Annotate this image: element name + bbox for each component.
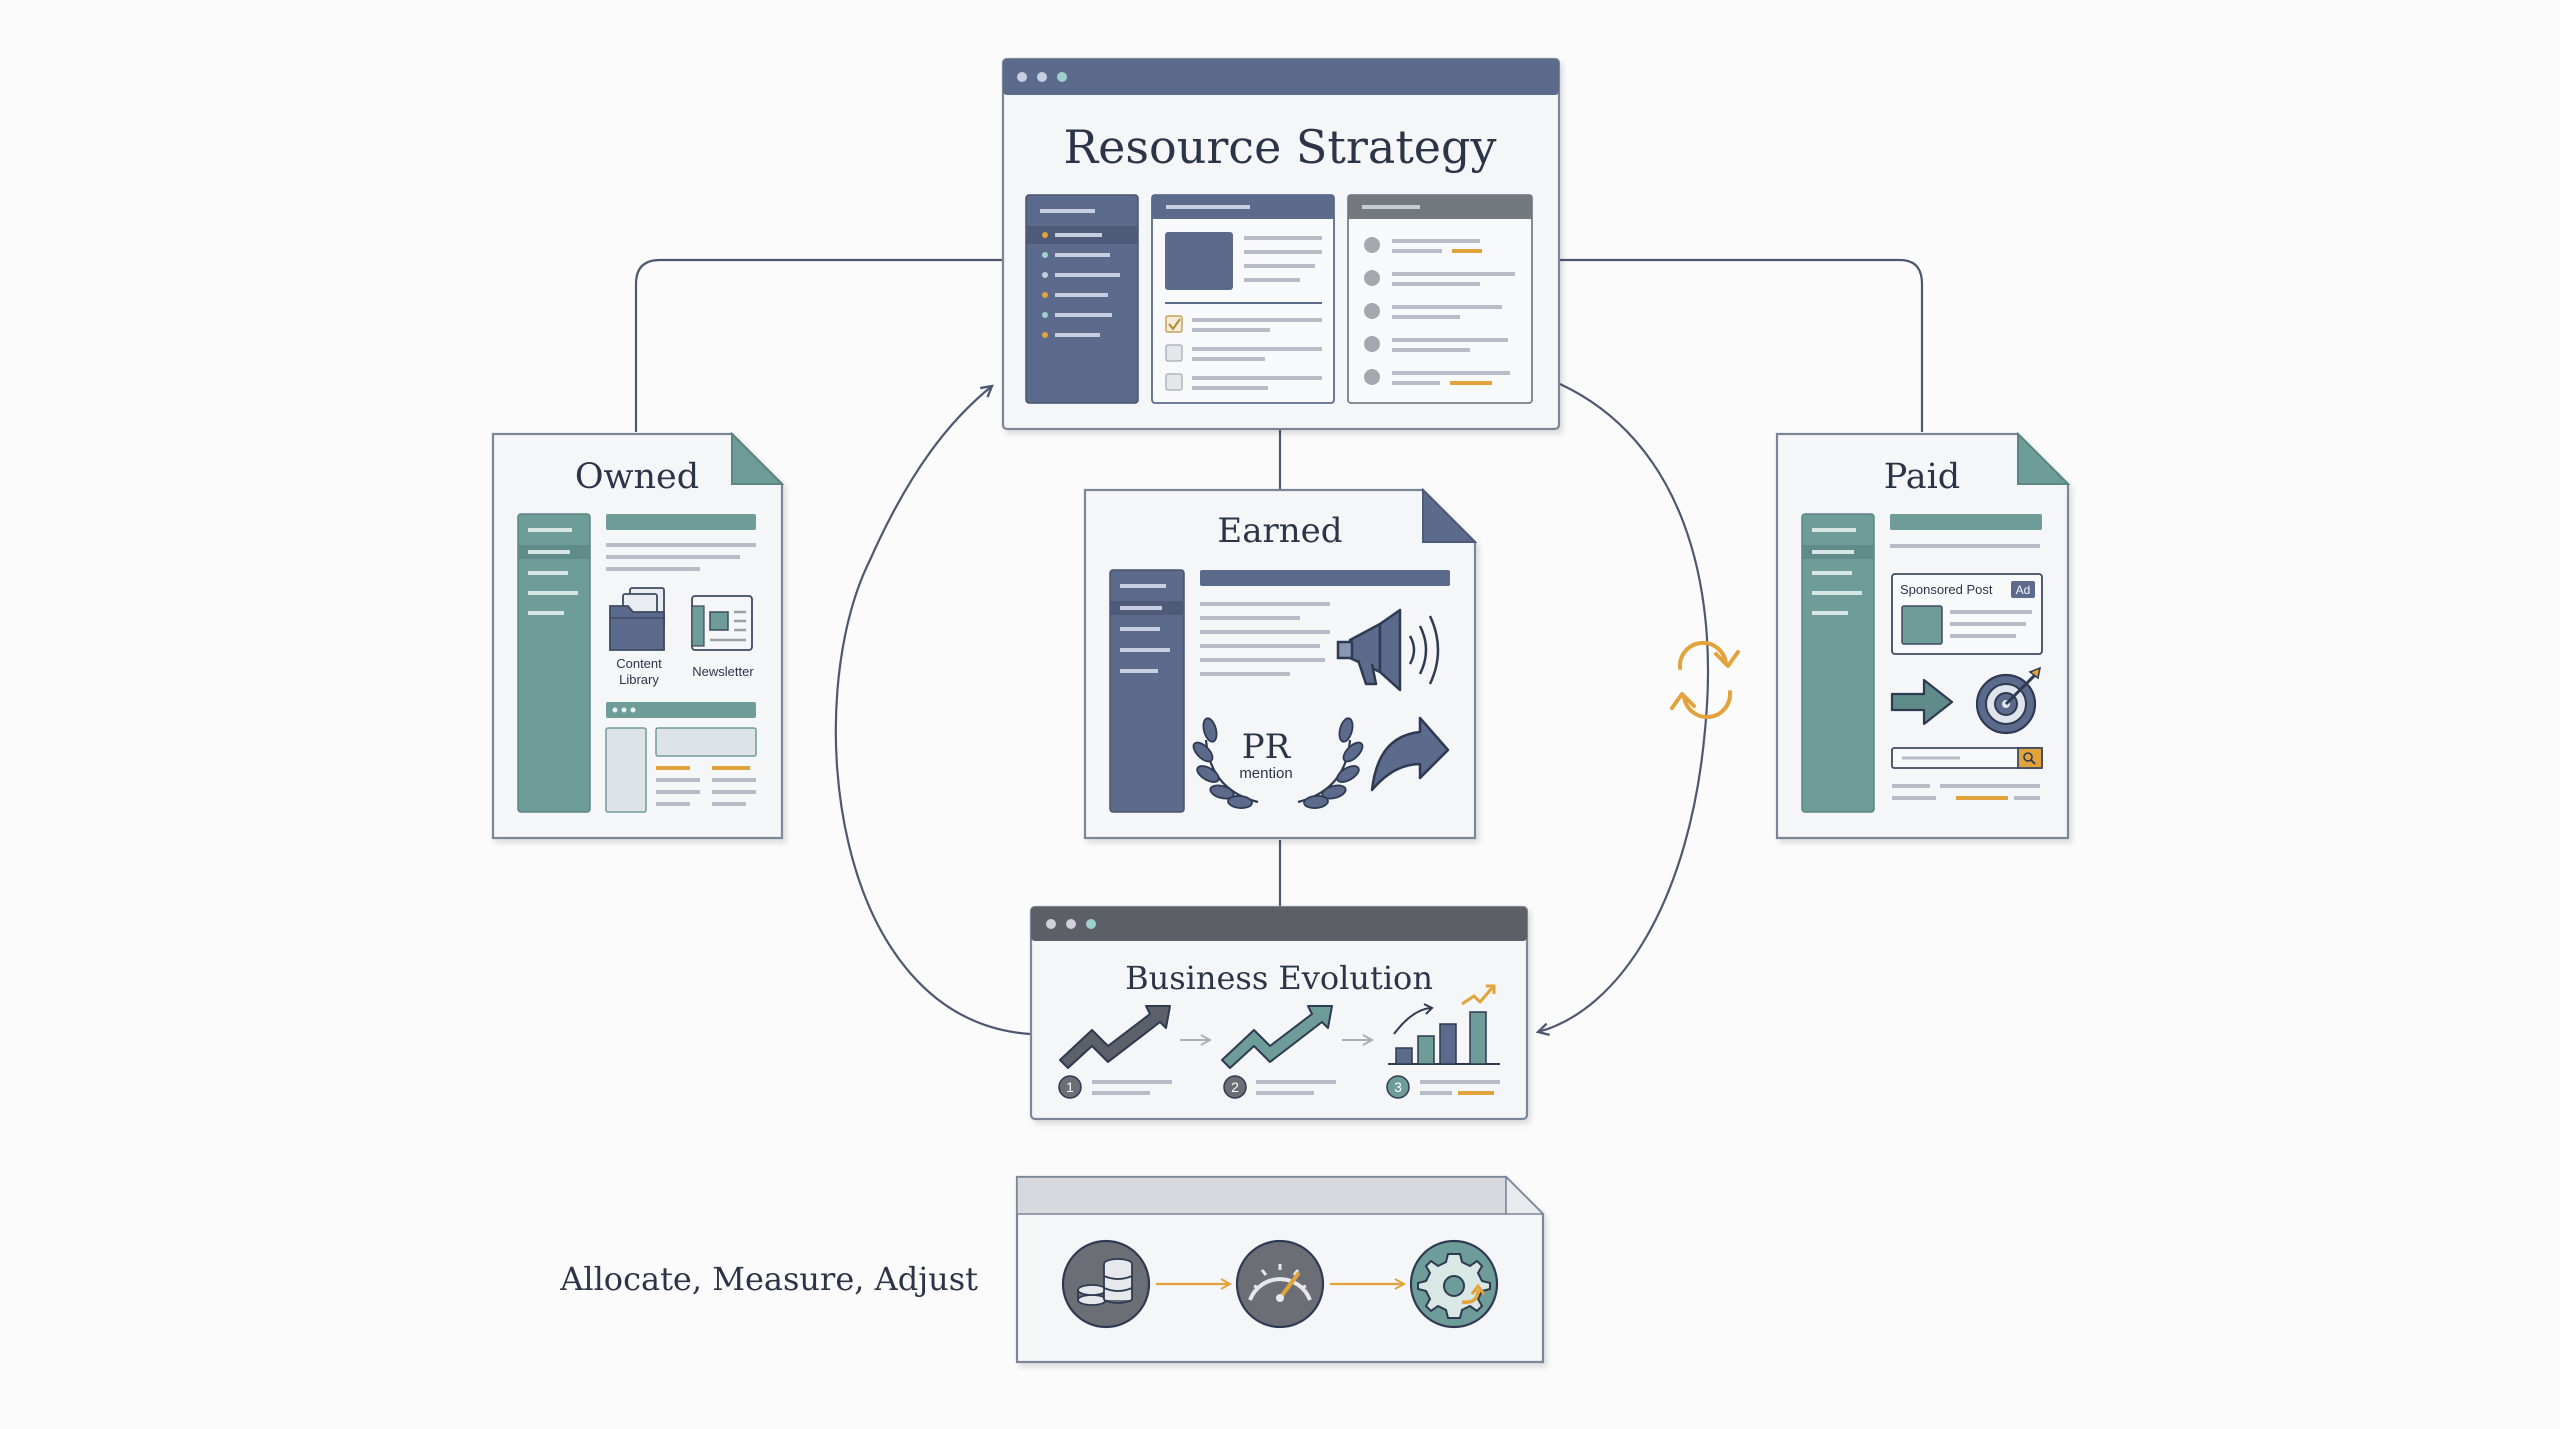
step-number: 1 [1066,1079,1074,1095]
window-dot [1086,919,1096,929]
window-dot [1046,919,1056,929]
newsletter-icon [691,595,753,651]
owned-card: Owned Content Library [491,431,785,840]
window-dot [1066,919,1076,929]
laurel-icon [1192,717,1364,809]
connector-hub-owned [634,258,1002,432]
checkbox-checked [1165,315,1183,333]
cycle-panel [1015,1175,1545,1364]
folder-icon [609,587,665,651]
hub-title: Resource Strategy [1064,120,1497,174]
cycle-label: Allocate, Measure, Adjust [559,1260,978,1298]
trend-up-icon [1221,1005,1333,1069]
step-number: 3 [1394,1079,1402,1095]
megaphone-icon [1336,608,1440,692]
window-dot [1057,72,1067,82]
earned-card: Earned [1083,487,1478,840]
sponsored-post: Sponsored Post Ad [1891,573,2043,655]
ad-badge [2011,581,2035,598]
earned-title: Earned [1217,511,1342,551]
window-dot [1037,72,1047,82]
share-arrow-icon [1370,716,1450,792]
paid-title: Paid [1884,457,1960,497]
window-dot [1017,72,1027,82]
paid-card: Paid Sponsored Post Ad [1775,431,2071,840]
refresh-cycle-icon [1670,640,1740,720]
step-badge [1386,1075,1410,1099]
bar-chart-icon [1388,984,1500,1065]
ad-badge-label: Ad [2016,583,2031,597]
content-library-label: Library [619,672,659,687]
sponsored-post-label: Sponsored Post [1900,582,1993,597]
trend-up-icon [1059,1005,1171,1069]
content-library-label: Content [616,656,662,671]
checkbox [1165,344,1183,362]
owned-title: Owned [575,457,699,497]
hub-window: Resource Strategy [1001,57,1561,431]
pr-mention-label: mention [1239,765,1292,782]
connectors [634,258,1924,1036]
loop-arrow-left [834,386,1031,1036]
step-badge [1058,1075,1082,1099]
step-badge [1223,1075,1247,1099]
pr-label: PR [1242,727,1292,767]
loop-arrow-right [1538,383,1710,1032]
coins-icon [1061,1239,1151,1329]
arrow-right-icon [1890,678,1954,726]
search-icon [2023,752,2036,765]
gear-icon [1409,1239,1499,1329]
newsletter-label: Newsletter [692,664,754,679]
evolution-window: Business Evolution 1 2 3 [1029,905,1529,1121]
step-number: 2 [1231,1079,1239,1095]
connector-hub-paid [1560,258,1924,432]
gauge-icon [1235,1239,1325,1329]
checkbox [1165,373,1183,391]
evolution-title: Business Evolution [1125,959,1433,997]
target-icon [1975,666,2042,735]
